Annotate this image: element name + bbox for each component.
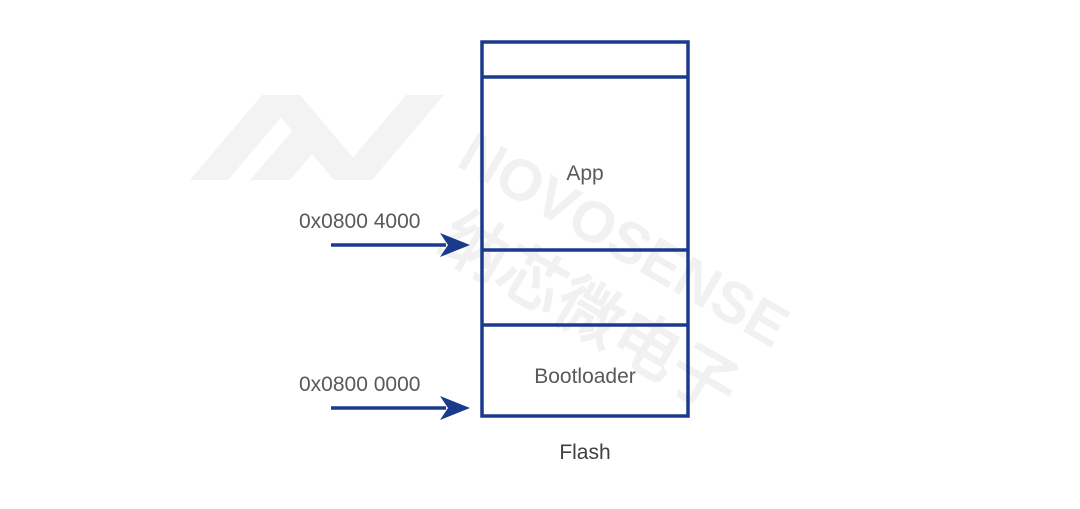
region-label-app: App: [566, 162, 603, 185]
pointer-bootloader-start: 0x0800 0000: [299, 373, 470, 420]
pointer-app-start: 0x0800 4000: [299, 210, 470, 257]
novosense-logo-mark: [190, 95, 444, 180]
flash-caption: Flash: [559, 441, 610, 464]
flash-block: [480, 40, 690, 418]
arrowhead-app-icon: [440, 233, 470, 257]
address-label-bootloader: 0x0800 0000: [299, 373, 420, 396]
flash-outline: [480, 40, 690, 418]
arrowhead-bootloader-icon: [440, 396, 470, 420]
address-label-app: 0x0800 4000: [299, 210, 420, 233]
region-label-bootloader: Bootloader: [534, 365, 636, 388]
